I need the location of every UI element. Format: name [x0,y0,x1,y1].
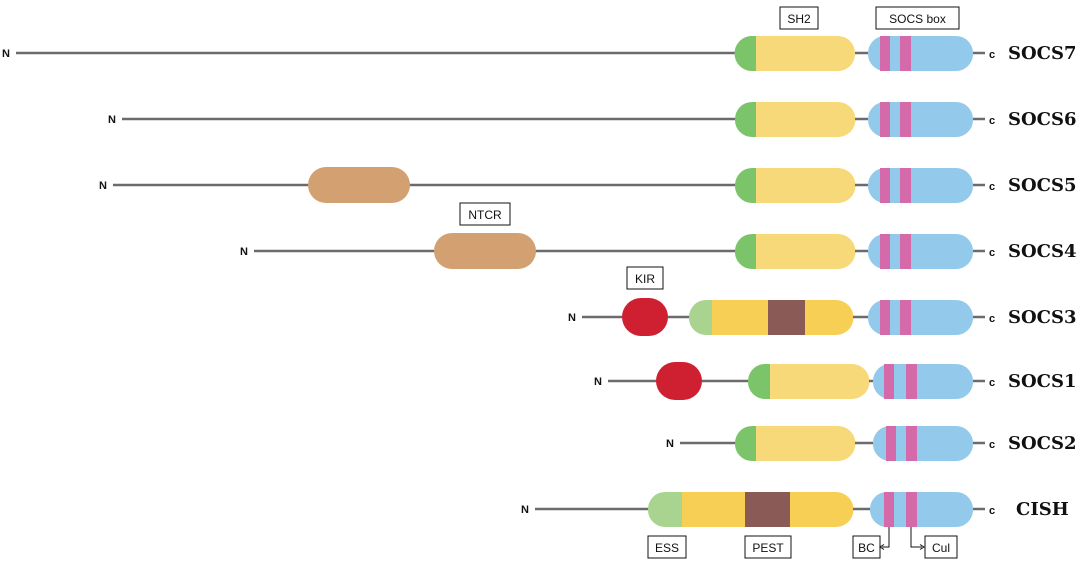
pest-region [768,300,805,335]
protein-name-label: CISH [1016,499,1069,520]
kir-domain [622,298,668,336]
n-terminus-label: N [666,438,674,450]
kir-label-box: KIR [626,266,664,290]
protein-row-socs1: N c SOCS1 [594,362,1077,400]
protein-row-socs6: N c SOCS6 [108,102,1077,138]
c-terminus-label: c [989,115,995,127]
sh2-label: SH2 [787,12,811,26]
c-terminus-label: c [989,505,995,517]
c-terminus-label: c [989,247,995,259]
n-terminus-label: N [108,114,116,126]
n-terminus-label: N [521,504,529,516]
pest-label: PEST [752,541,784,555]
pest-label-box: PEST [744,535,792,559]
kir-label: KIR [635,272,655,286]
bc-motif [880,168,890,203]
socs-box-domain [873,364,973,399]
bc-motif [880,234,890,269]
sh2-domain [734,426,856,461]
c-terminus-label: c [989,49,995,61]
kir-domain [656,362,702,400]
c-terminus-label: c [989,377,995,389]
n-terminus-label: N [2,48,10,60]
cul-label-box: Cul [924,535,958,559]
socs-box-domain [868,168,973,203]
cul-motif [906,492,917,527]
ntcr-domain [308,167,410,203]
protein-row-cish: N c CISH [521,492,1069,527]
cul-motif [900,168,911,203]
sh2-domain [688,300,854,336]
socs-box-label-box: SOCS box [875,6,960,30]
cul-motif [900,300,911,335]
socs-box-domain [868,36,973,71]
sh2-domain [734,36,855,72]
protein-row-socs4: N c SOCS4 [240,233,1077,270]
protein-row-socs7: N c SOCS7 [2,36,1077,72]
ess-label: ESS [655,541,679,555]
cul-motif [900,234,911,269]
bc-motif [884,492,894,527]
n-terminus-label: N [568,312,576,324]
cul-motif [906,426,917,461]
sh2-label-box: SH2 [779,6,819,30]
bc-pointer-arrow [879,527,890,550]
protein-name-label: SOCS1 [1008,371,1077,392]
sh2-domain [747,364,870,400]
socs-box-domain [870,492,973,527]
socs-box-domain [868,234,973,269]
cul-label: Cul [932,541,950,555]
protein-row-socs3: N c SOCS3 [568,298,1077,336]
socs-box-label: SOCS box [889,12,946,26]
bc-label-box: BC [852,535,881,559]
protein-name-label: SOCS7 [1008,43,1077,64]
n-terminus-label: N [240,246,248,258]
ntcr-label: NTCR [468,208,502,222]
cul-motif [906,364,917,399]
protein-name-label: SOCS6 [1008,109,1077,130]
protein-name-label: SOCS4 [1008,241,1077,262]
socs-box-domain [868,102,973,137]
sh2-domain [647,492,854,527]
sh2-domain [734,234,856,270]
bc-motif [886,426,896,461]
pest-region [745,492,790,527]
bc-motif [884,364,894,399]
n-terminus-label: N [594,376,602,388]
bc-motif [880,300,890,335]
bc-label: BC [858,541,875,555]
n-terminus-label: N [99,180,107,192]
cul-motif [900,102,911,137]
bc-motif [880,36,890,71]
protein-name-label: SOCS3 [1008,307,1077,328]
socs-box-domain [873,426,973,461]
c-terminus-label: c [989,439,995,451]
protein-row-socs2: N c SOCS2 [666,426,1077,461]
protein-row-socs5: N c SOCS5 [99,167,1077,204]
ess-label-box: ESS [647,535,687,559]
protein-name-label: SOCS2 [1008,433,1077,454]
sh2-domain [734,168,856,204]
ntcr-domain [434,233,536,269]
protein-name-label: SOCS5 [1008,175,1077,196]
cul-motif [900,36,911,71]
sh2-domain [734,102,856,138]
c-terminus-label: c [989,313,995,325]
cul-pointer-arrow [910,527,925,550]
c-terminus-label: c [989,181,995,193]
bc-motif [880,102,890,137]
socs-box-domain [868,300,973,335]
ntcr-label-box: NTCR [459,202,511,226]
